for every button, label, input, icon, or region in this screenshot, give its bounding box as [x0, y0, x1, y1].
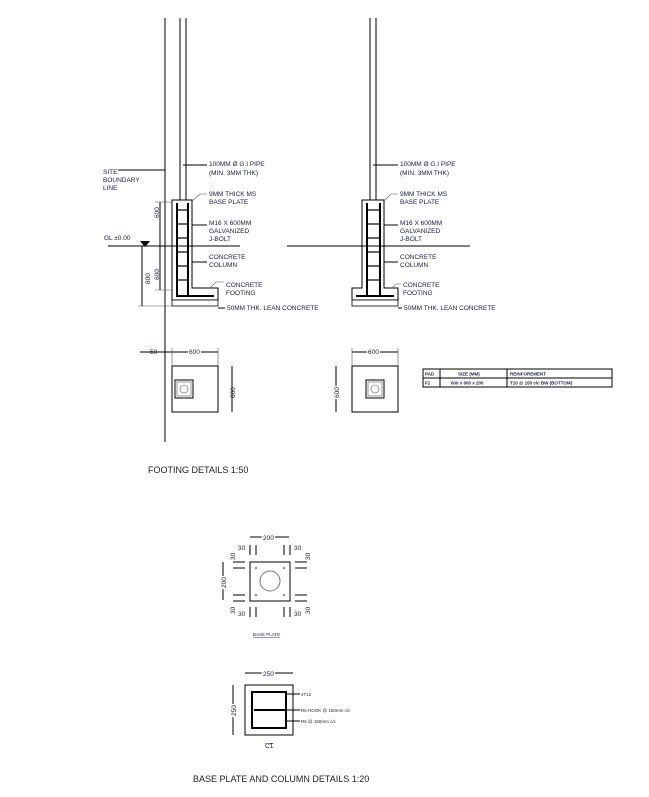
pad-schedule-table: PAD SIZE (MM) REINFOREMENT F1 600 x 600 …	[422, 368, 613, 388]
drawing-text: 100MM Ø G.I PIPE	[209, 161, 265, 168]
drawing-text: CONCRETE	[400, 254, 437, 261]
dim-upper: 600	[154, 207, 161, 218]
drawing-text: GALVANIZED	[400, 228, 441, 235]
drawing-text: SIZE (MM)	[458, 372, 480, 377]
footing-plan-right: 600 600	[333, 348, 399, 413]
drawing-text: COLUMN	[400, 262, 428, 269]
table-header: PAD	[425, 372, 435, 377]
drawing-text: 30	[238, 611, 246, 618]
dim-total: 800	[145, 273, 152, 284]
drawing-text: CONCRETE	[209, 254, 246, 261]
dim-width: 600	[189, 349, 200, 356]
drawing-text: 50MM THK. LEAN CONCRETE	[404, 305, 496, 312]
drawing-text: GALVANIZED	[209, 228, 250, 235]
dim-column-height: 250	[231, 705, 238, 716]
base-plate-detail: 200 200 30 30 30 30 30 30 30 30 BASE PLA…	[220, 534, 313, 638]
drawing-text: 9MM THICK MS	[400, 191, 448, 198]
drawing-text: 50MM THK. LEAN CONCRETE	[227, 305, 319, 312]
footing-section-right: 100MM Ø G.I PIPE (MIN. 3MM THK) 9MM THIC…	[287, 18, 496, 312]
dim-depth: 600	[230, 387, 237, 398]
drawing-text: T10 @ 150 c/c BW (BOTTOM)	[510, 381, 573, 386]
level-marker-icon	[140, 241, 150, 247]
drawing-text: 9MM THICK MS	[209, 191, 257, 198]
dim-offset: 50	[150, 349, 158, 356]
section-labels-right: 100MM Ø G.I PIPE (MIN. 3MM THK) 9MM THIC…	[400, 161, 496, 312]
column-label: C1	[265, 743, 274, 750]
rebar	[176, 203, 214, 297]
drawing-text: 600 x 600 x 200	[451, 381, 484, 386]
drawing-text: 100MM Ø G.I PIPE	[400, 161, 456, 168]
drawing-text: (MIN. 3MM THK)	[209, 170, 258, 177]
drawing-text: REINFOREMENT	[510, 372, 546, 377]
drawing-text: FOOTING	[403, 290, 433, 297]
drawing-text: 600	[368, 349, 379, 356]
drawing-text: FOOTING	[226, 290, 256, 297]
drawing-text: 600	[334, 387, 341, 398]
section-labels-left: 100MM Ø G.I PIPE (MIN. 3MM THK) 9MM THIC…	[209, 161, 319, 312]
rebar-label: 4T12	[301, 692, 312, 697]
stirrup-hook-label: R6 HOOK @ 150mm c/c	[301, 708, 351, 713]
base-plate-column-title: BASE PLATE AND COLUMN DETAILS 1:20	[193, 774, 369, 784]
dim-column-width: 250	[263, 671, 274, 678]
dim-plate-height: 200	[221, 577, 228, 588]
stirrup-label: R6 @ 150mm c/c	[301, 719, 337, 724]
dim-lower: 600	[154, 269, 161, 280]
ground-level-label: GL ±0.00	[104, 235, 131, 242]
drawing-text: 30	[230, 552, 237, 560]
drawing-text: J-BOLT	[209, 236, 231, 243]
dim-plate-width: 200	[263, 535, 274, 542]
column-detail: 250 250 4T12 R6 HOOK @ 150mm c/c R6 @ 15…	[230, 670, 352, 751]
concrete-column-footing	[171, 199, 219, 301]
drawing-text: LINE	[103, 185, 118, 192]
drawing-text: COLUMN	[209, 262, 237, 269]
drawing-text: M16 X 600MM	[400, 220, 442, 227]
table-cell: F1	[425, 381, 431, 386]
drawing-text: BASE PLATE	[209, 199, 249, 206]
footing-section-left: 600 600 800 SITE BOUNDARY LINE GL ±0.00 …	[103, 18, 319, 442]
drawing-text: 30	[294, 611, 302, 618]
drawing-text: CONCRETE	[403, 282, 440, 289]
site-boundary-label: SITE	[103, 169, 118, 176]
drawing-text: BOUNDARY	[103, 177, 140, 184]
drawing-text: 30	[230, 606, 237, 614]
drawing-text: 30	[294, 545, 302, 552]
drawing-text: CONCRETE	[226, 282, 263, 289]
lean-concrete	[171, 299, 219, 307]
drawing-text: 30	[305, 606, 312, 614]
drawing-text: 30	[305, 552, 312, 560]
drawing-text: BASE PLATE	[400, 199, 440, 206]
drawing-text: M16 X 600MM	[209, 220, 251, 227]
footing-details-title: FOOTING DETAILS 1:50	[148, 465, 248, 475]
drawing-text: J-BOLT	[400, 236, 422, 243]
footing-plan-left: 50 600 600	[140, 348, 237, 413]
drawing-text: (MIN. 3MM THK)	[400, 170, 449, 177]
drawing-text: 30	[238, 545, 246, 552]
base-plate-label: BASE PLATE	[253, 632, 280, 637]
